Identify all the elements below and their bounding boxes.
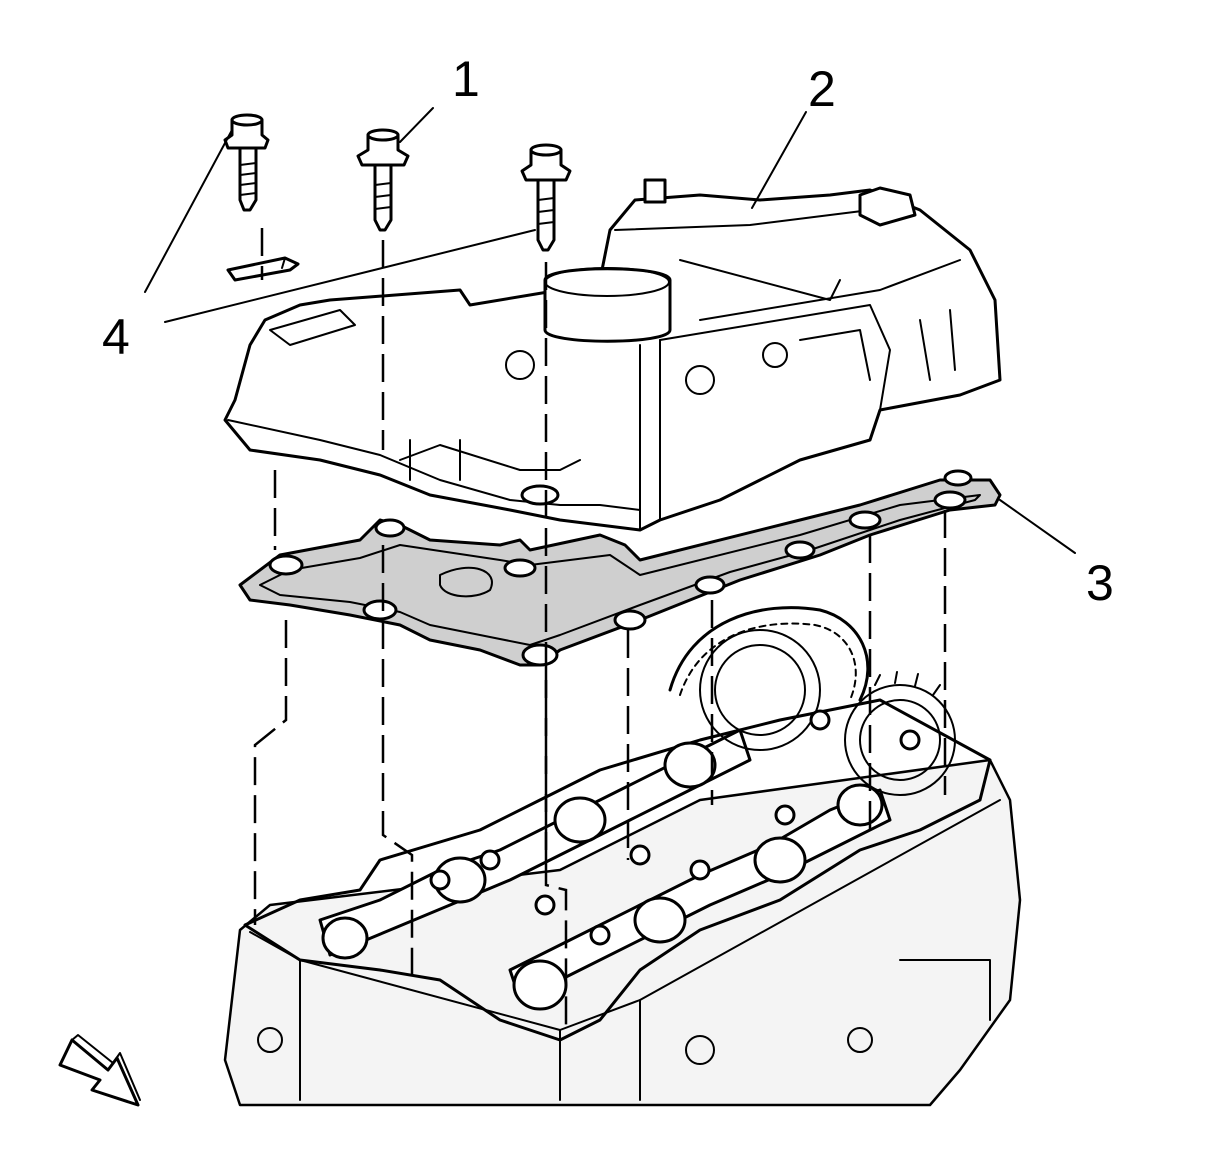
alignment-lines (253, 228, 947, 1030)
callout-4: 4 (102, 309, 130, 365)
intake-camshaft (318, 728, 752, 960)
bolt-1-right (520, 143, 572, 252)
callout-1: 1 (452, 51, 480, 107)
view-direction-arrow-icon (58, 1034, 141, 1107)
camshaft-cover (223, 178, 1002, 532)
leader-lines (144, 107, 1076, 554)
cover-gasket (238, 469, 1002, 667)
head-deck-gasket (243, 698, 992, 1042)
timing-chain (668, 606, 956, 796)
callout-2: 2 (808, 61, 836, 117)
bolt-1-left (223, 113, 270, 212)
bolt-1-middle (356, 128, 410, 232)
callout-3: 3 (1086, 555, 1114, 611)
cam-cap-bolts (429, 709, 921, 946)
